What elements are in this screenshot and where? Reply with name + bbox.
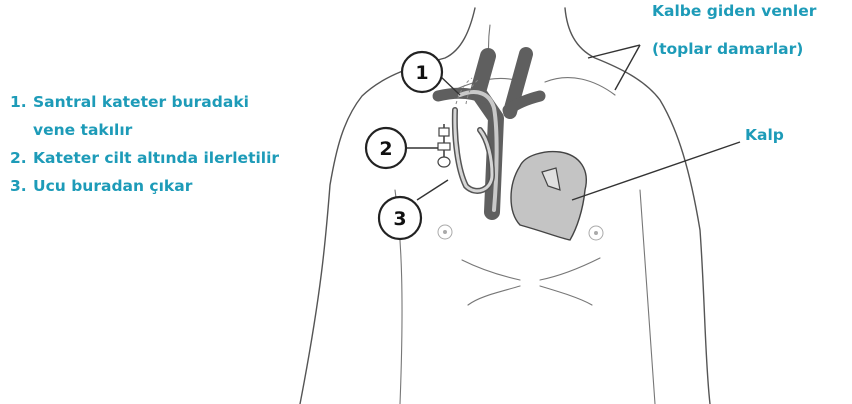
callout-2-number: 2: [379, 138, 392, 160]
callout-1-number: 1: [415, 62, 428, 84]
veins-label-line2: (toplar damarlar): [652, 40, 803, 58]
right-nipple-center: [594, 231, 598, 235]
left-nipple-center: [443, 230, 447, 234]
torso-outline: [300, 8, 710, 404]
callout-1: 1: [402, 52, 442, 92]
veins-label-line1: Kalbe giden venler: [652, 2, 816, 20]
callout-3: 3: [379, 197, 421, 239]
callout-2: 2: [366, 128, 406, 168]
callout-3-number: 3: [393, 208, 406, 230]
heart-label: Kalp: [745, 126, 784, 144]
heart: [511, 152, 586, 240]
